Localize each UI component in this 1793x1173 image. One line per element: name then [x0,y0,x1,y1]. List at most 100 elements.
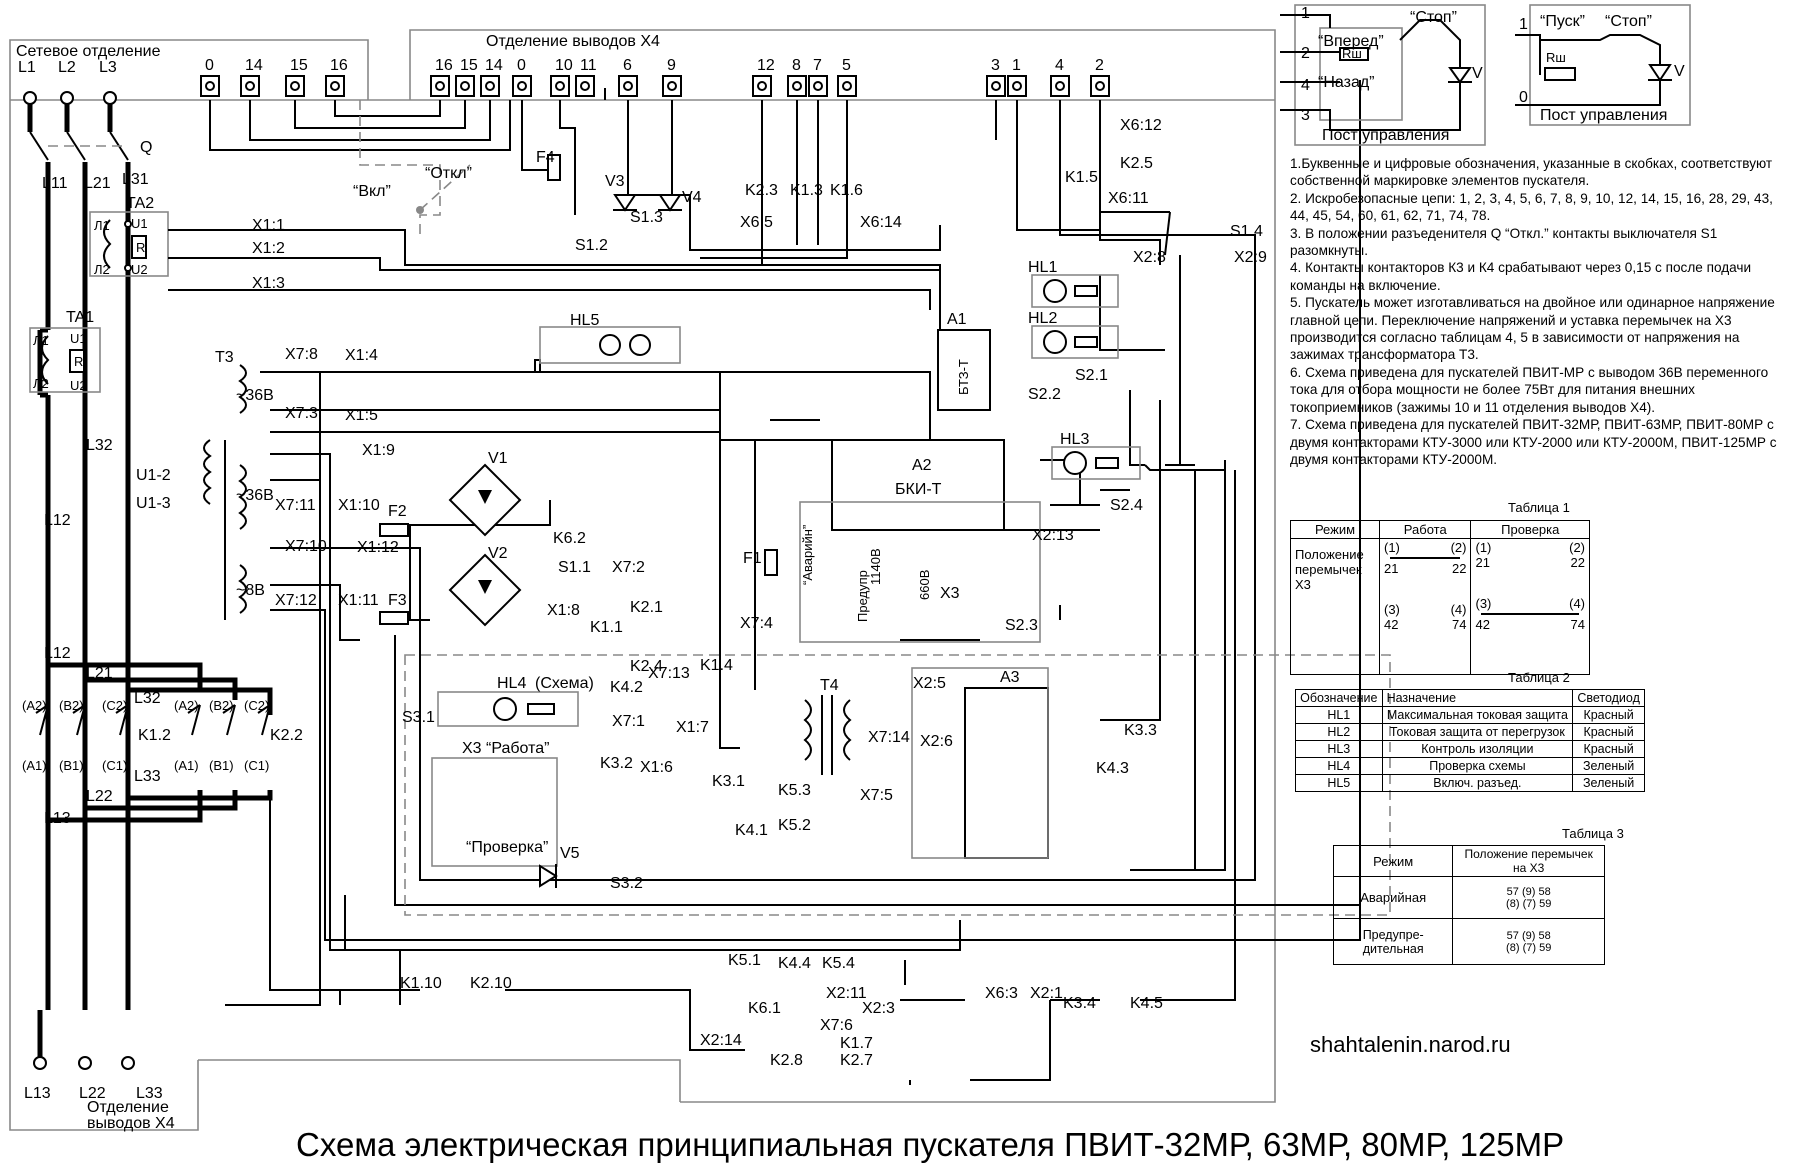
contact-S2-4: S2.4 [1110,497,1143,514]
main-contact-bot-0: (A1) [22,758,47,773]
f1-label: F1 [743,550,762,567]
t2-r3-code: HL3 [1295,740,1383,758]
diagram-title: Схема электрическая принципиальная пуска… [296,1126,1565,1163]
connector-X1-9: X1:9 [362,442,395,459]
t1c-p21: 21 [1475,555,1490,570]
contact-S2-3: S2.3 [1005,617,1038,634]
contact-K5-3: K5.3 [778,782,811,799]
t3-36v-b: ~36В [236,487,274,504]
t1c-p42: 42 [1475,617,1490,632]
contact-K4-2: K4.2 [610,679,643,696]
table1-row-label: Положение перемычек X3 [1290,538,1380,675]
x3-check-label: “Проверка” [466,839,548,856]
f2-label: F2 [388,503,407,520]
svg-text:Л1: Л1 [94,218,110,233]
terminal-mid-3: 0 [517,57,526,74]
terminal-far-0: 3 [991,57,1000,74]
t3-8v: ~8В [236,582,265,599]
contact-K6-1: K6.1 [748,1000,781,1017]
led-hl1 [1031,274,1119,308]
v5-label: V5 [560,845,580,862]
main-contact-4 [226,704,236,736]
t3-r2-mode: Предупре-дительная [1332,918,1454,965]
hl5-label: HL5 [570,312,599,329]
connector-X7-2: X7:2 [612,559,645,576]
contact-K4-5: K4.5 [1130,995,1163,1012]
t2-r5-code: HL5 [1295,774,1383,792]
terminal-far-1: 1 [1012,57,1021,74]
post1-forward: “Вперед” [1318,33,1384,50]
connector-X2-8: X2:8 [1133,249,1166,266]
main-contact-top-3: (A2) [174,698,199,713]
note-1: 1.Буквенные и цифровые обозначения, указ… [1290,156,1773,189]
connector-X1-11: X1:11 [338,592,379,609]
post2-pin-0: 0 [1519,89,1528,106]
t2-r2-code: HL2 [1295,723,1383,741]
t3-r1-58: 58 [1538,885,1551,898]
terminals-bottom-title-1: Отделение [87,1099,169,1116]
contact-K2-1: K2.1 [630,599,663,616]
otkl-label: “Откл” [425,165,472,182]
table1-caption: Таблица 1 [1508,500,1570,515]
contact-K4-3: K4.3 [1096,760,1129,777]
contact-S2-1: S2.1 [1075,367,1108,384]
contact-K3-2: K3.2 [600,755,633,772]
terminal-left-2: 15 [290,57,308,74]
connector-X1-12: X1:12 [357,539,399,556]
network-section-title: Сетевое отделение [16,43,161,60]
post1-pin-4: 4 [1301,77,1310,94]
transformer-t3 [203,364,247,620]
svg-text:Л1: Л1 [33,333,49,348]
post1-pin-1: 1 [1301,5,1310,22]
ta1-label: TA1 [66,309,94,326]
t2-r2-purpose: Токовая защита от перегрузок [1381,723,1574,741]
contact-K3-4: K3.4 [1063,995,1096,1012]
t3-36v-a: ~36В [236,387,274,404]
post1-stop: “Стоп” [1410,9,1457,26]
connector-X6-3: X6:3 [985,985,1018,1002]
table2-caption: Таблица 2 [1508,670,1570,685]
enclosure-frames [9,29,1276,1131]
connector-X1-8: X1:8 [547,602,580,619]
table3-h-position: Положение перемычек на X3 [1452,845,1605,877]
main-contact-bot-2: (C1) [102,758,127,773]
svg-text:U1: U1 [70,331,87,346]
t1w-p2: (2) [1450,540,1467,555]
terminal-mid-1: 15 [460,57,478,74]
t3-r1-8: (8) [1506,897,1520,910]
t3-r1-57: 57 [1506,885,1519,898]
post1-pin-3: 3 [1301,107,1310,124]
t4-label: T4 [820,677,839,694]
terminal-left-0: 0 [205,57,214,74]
connector-X2-6: X2:6 [920,733,953,750]
table3: Режим Положение перемычек на X3 Аварийна… [1332,845,1605,965]
main-contact-1 [76,704,86,736]
contact-K5-1: K5.1 [728,952,761,969]
main-contact-top-4: (B2) [209,698,234,713]
connector-X2-3: X2:3 [862,1000,895,1017]
t3-r2-7: (7) [1522,941,1537,954]
post2-start: “Пуск” [1540,13,1585,30]
phase-l1-label: L1 [18,59,36,76]
t3-r2-8: (8) [1506,941,1520,954]
v660-label: 660В [917,570,932,600]
note-7: 7. Схема приведена для пускателей ПВИТ-3… [1290,417,1777,467]
main-contact-bot-3: (A1) [174,758,199,773]
contactor-main-contacts: (A2)(A1)(B2)(B1)(C2)(C1)(A2)(A1)(B2)(B1)… [22,698,271,773]
t2-r4-purpose: Проверка схемы [1381,757,1574,775]
t2-r5-purpose: Включ. разъед. [1381,774,1574,792]
wire-l11: L11 [42,175,68,192]
terminal-right-3: 5 [842,57,851,74]
contact-K1-5: K1.5 [1065,169,1098,186]
contact-K5-2: K5.2 [778,817,811,834]
wire-l13: L13 [44,810,71,827]
avar-label: “Аварийн” [800,525,815,585]
vkl-label: “Вкл” [353,183,391,200]
connector-X1-3: X1:3 [252,275,285,292]
table1-h-check: Проверка [1470,520,1590,539]
connector-X2-14: X2:14 [700,1032,742,1049]
connector-X2-9: X2:9 [1234,249,1267,266]
bottom-l13: L13 [24,1085,51,1102]
